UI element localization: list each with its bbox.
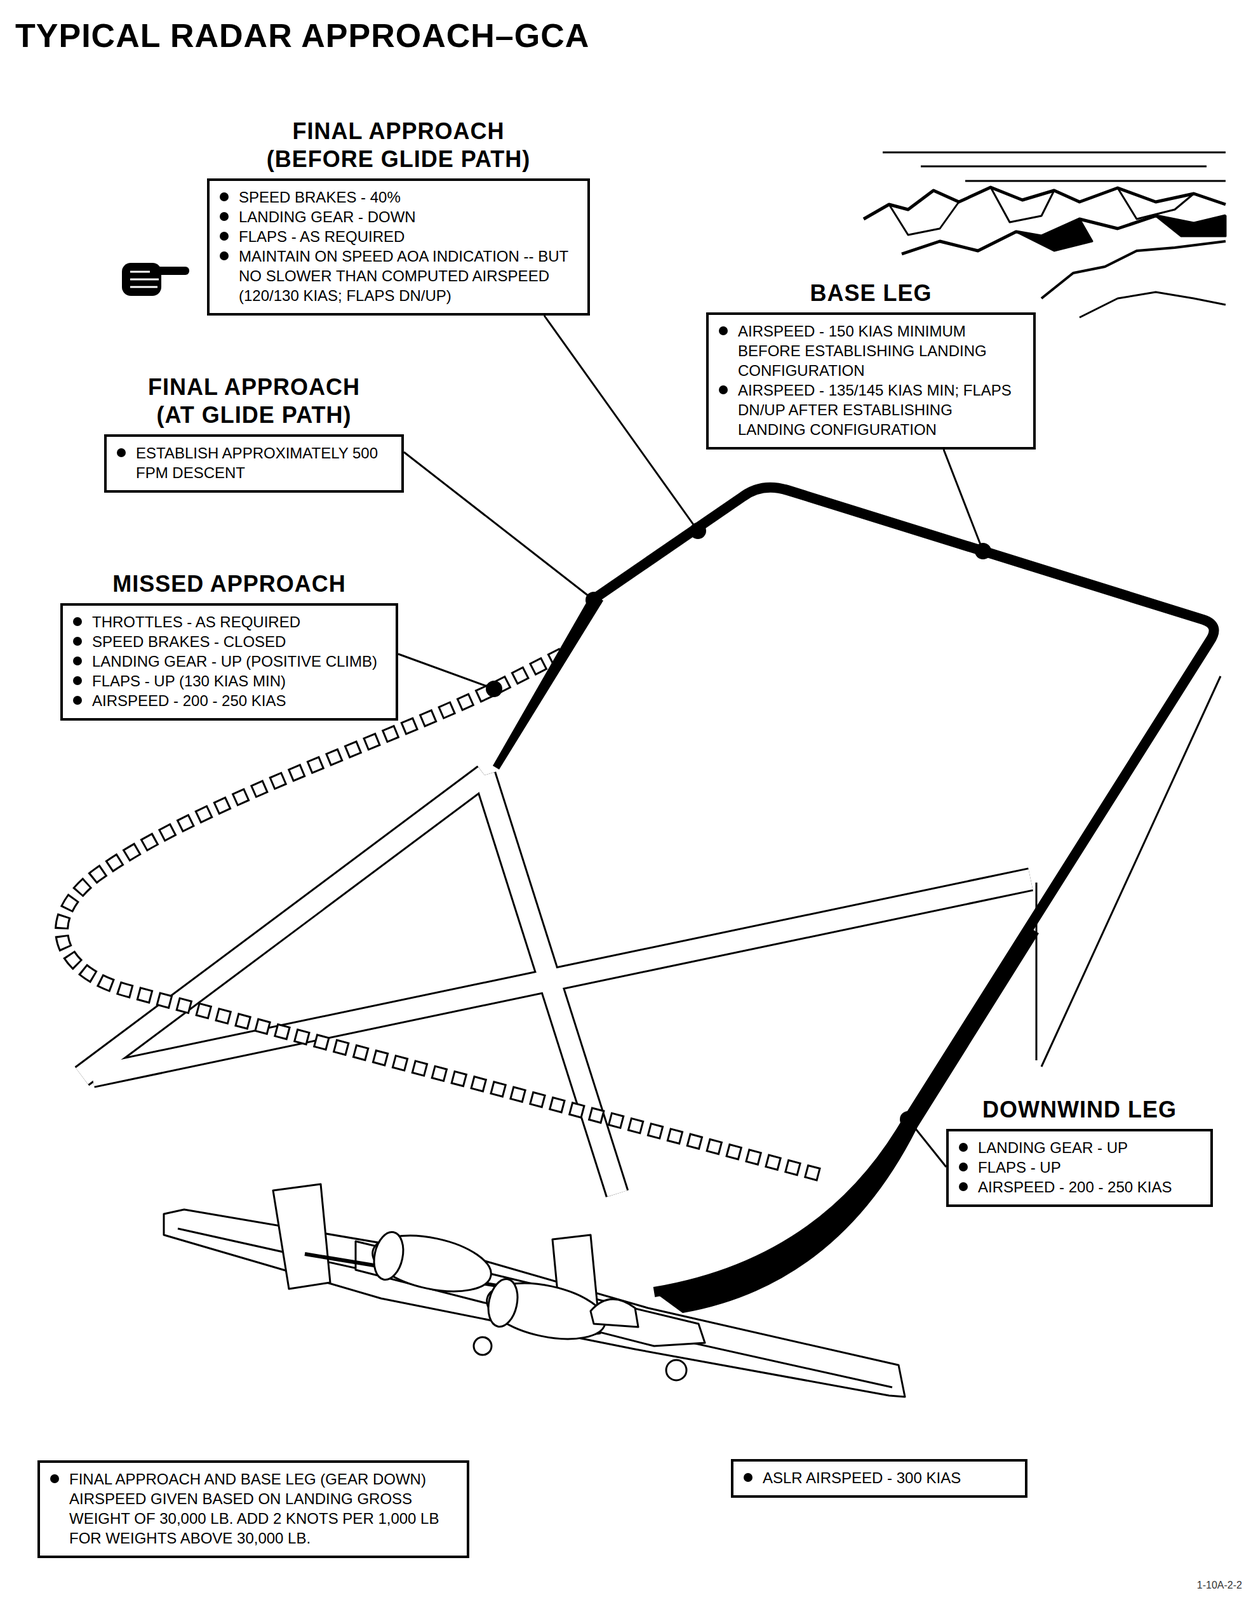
runways — [81, 676, 1221, 1194]
cloud-streak — [965, 180, 1226, 183]
bullet-item: SPEED BRAKES - CLOSED — [70, 631, 387, 652]
callout-frame: LANDING GEAR - UPFLAPS - UPAIRSPEED - 20… — [946, 1129, 1213, 1208]
aircraft — [163, 1184, 905, 1398]
approach-path — [492, 487, 1215, 1314]
leader-line — [908, 1119, 947, 1168]
bullet-item: SPEED BRAKES - 40% — [217, 187, 579, 208]
section-heading: BASE LEG — [706, 279, 1036, 308]
ridge-shadow — [1155, 215, 1226, 237]
ridge-line — [1041, 241, 1226, 299]
section-heading: DOWNWIND LEG — [946, 1096, 1213, 1124]
bullet-item: THROTTLES - AS REQUIRED — [70, 612, 387, 632]
bullet-item: MAINTAIN ON SPEED AOA INDICATION -- BUT … — [217, 246, 579, 306]
tail-fin — [273, 1184, 331, 1290]
callout-box: FINAL APPROACH (BEFORE GLIDE PATH)SPEED … — [207, 117, 590, 316]
callout-box: DOWNWIND LEG LANDING GEAR - UPFLAPS - UPA… — [946, 1096, 1213, 1208]
pointer-hand — [121, 262, 190, 296]
ridge-line — [1079, 292, 1226, 318]
bullet-item: FINAL APPROACH AND BASE LEG (GEAR DOWN) … — [47, 1469, 458, 1549]
ridge-shadow — [1016, 219, 1093, 251]
wheel — [666, 1360, 687, 1381]
section-heading: FINAL APPROACH (BEFORE GLIDE PATH) — [240, 117, 558, 174]
bullet-item: LANDING GEAR - UP (POSITIVE CLIMB) — [70, 651, 387, 672]
bullet-item: FLAPS - UP — [956, 1157, 1202, 1178]
wheel — [473, 1337, 492, 1356]
cloud-streak — [920, 165, 1207, 168]
diagram-title: TYPICAL RADAR APPROACH–GCA — [15, 16, 590, 55]
wing — [163, 1209, 905, 1398]
callout-box: FINAL APPROACH (AT GLIDE PATH) ESTABLISH … — [104, 373, 404, 493]
figure-number: 1-10A-2-2 — [1197, 1579, 1243, 1592]
leader-line — [398, 654, 495, 690]
bullet-item: AIRSPEED - 150 KIAS MINIMUM BEFORE ESTAB… — [716, 321, 1025, 381]
ridge-line — [863, 187, 1226, 220]
callout-frame: SPEED BRAKES - 40%LANDING GEAR - DOWNFLA… — [207, 178, 590, 316]
bullet-item: LANDING GEAR - DOWN — [217, 207, 579, 227]
callout-box: ASLR AIRSPEED - 300 KIAS — [730, 1459, 1028, 1499]
engine — [367, 1226, 496, 1302]
bullet-item: FLAPS - AS REQUIRED — [217, 226, 579, 247]
canopy — [590, 1299, 639, 1328]
bullet-item: LANDING GEAR - UP — [956, 1137, 1202, 1158]
leader-line — [403, 452, 594, 601]
leader-line — [943, 449, 984, 552]
ridge-shading — [889, 187, 1194, 235]
bullet-item: ASLR AIRSPEED - 300 KIAS — [741, 1468, 1017, 1488]
section-heading: MISSED APPROACH — [60, 570, 399, 599]
callout-box: BASE LEG AIRSPEED - 150 KIAS MINIMUM BEFO… — [706, 279, 1036, 450]
callout-frame: ASLR AIRSPEED - 300 KIAS — [730, 1459, 1028, 1499]
cloud-streak — [882, 151, 1226, 154]
callout-frame: ESTABLISH APPROXIMATELY 500 FPM DESCENT — [104, 434, 404, 493]
callout-frame: FINAL APPROACH AND BASE LEG (GEAR DOWN) … — [37, 1460, 470, 1559]
bullet-item: ESTABLISH APPROXIMATELY 500 FPM DESCENT — [114, 443, 393, 483]
bullet-item: AIRSPEED - 200 - 250 KIAS — [70, 690, 387, 711]
leader-line — [544, 315, 698, 531]
bullet-item: AIRSPEED - 135/145 KIAS MIN; FLAPS DN/UP… — [716, 380, 1025, 440]
callout-frame: AIRSPEED - 150 KIAS MINIMUM BEFORE ESTAB… — [706, 312, 1036, 450]
bullet-item: FLAPS - UP (130 KIAS MIN) — [70, 671, 387, 691]
callout-box: MISSED APPROACH THROTTLES - AS REQUIREDSP… — [60, 570, 399, 721]
callout-box: FINAL APPROACH AND BASE LEG (GEAR DOWN) … — [37, 1460, 470, 1559]
missed-approach-track — [61, 654, 820, 1175]
leader-dots — [485, 522, 992, 1128]
section-heading: FINAL APPROACH (AT GLIDE PATH) — [127, 373, 382, 430]
bullet-item: AIRSPEED - 200 - 250 KIAS — [956, 1177, 1202, 1198]
callout-frame: THROTTLES - AS REQUIREDSPEED BRAKES - CL… — [60, 603, 399, 721]
